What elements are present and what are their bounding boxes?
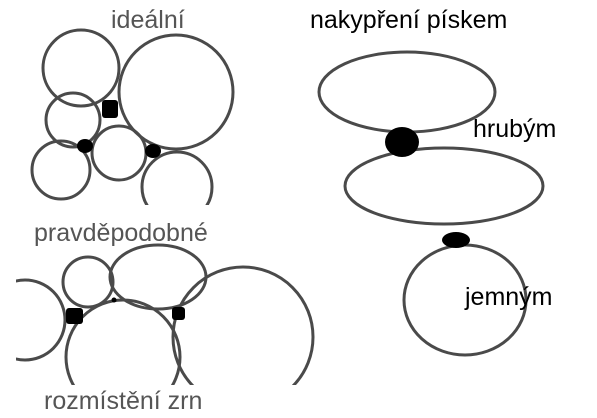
probable-filler-dot — [111, 297, 117, 303]
ideal-filler-right — [145, 144, 161, 158]
probable-label: pravděpodobné — [34, 219, 208, 247]
ideal-grain-middle-left — [44, 91, 102, 149]
sand-grain-top — [317, 50, 497, 134]
ideal-filler-particles — [77, 100, 161, 158]
ideal-grain-large — [117, 33, 235, 151]
probable-filler-square — [66, 308, 83, 324]
probable-packing-group — [16, 243, 315, 385]
ideal-label: ideální — [111, 6, 185, 34]
ideal-filler-left — [77, 139, 93, 153]
grain-distribution-label: rozmístění zrn — [44, 387, 203, 415]
probable-grain-bottom-center — [64, 298, 182, 385]
probable-grain-small-top — [61, 255, 115, 309]
probable-grain-large-right — [171, 265, 315, 385]
probable-filler-right — [172, 307, 185, 320]
fine-sand-particle — [442, 232, 470, 248]
ideal-packing-group — [30, 28, 235, 205]
ideal-filler-square — [102, 100, 118, 118]
coarse-sand-particle — [385, 127, 419, 157]
ideal-grain-bottom-right — [140, 150, 214, 205]
sand-grain-middle — [343, 146, 545, 226]
probable-filler-particles — [66, 297, 185, 324]
ideal-grain-top-left — [41, 28, 121, 108]
ideal-grain-bottom-center — [90, 124, 148, 182]
fine-label: jemným — [465, 283, 553, 311]
ideal-grain-bottom-left — [30, 139, 92, 201]
probable-grain-far-left — [16, 278, 67, 362]
sand-filler-particles — [385, 127, 470, 248]
sand-fill-label: nakypření pískem — [310, 6, 508, 34]
coarse-label: hrubým — [473, 115, 557, 143]
